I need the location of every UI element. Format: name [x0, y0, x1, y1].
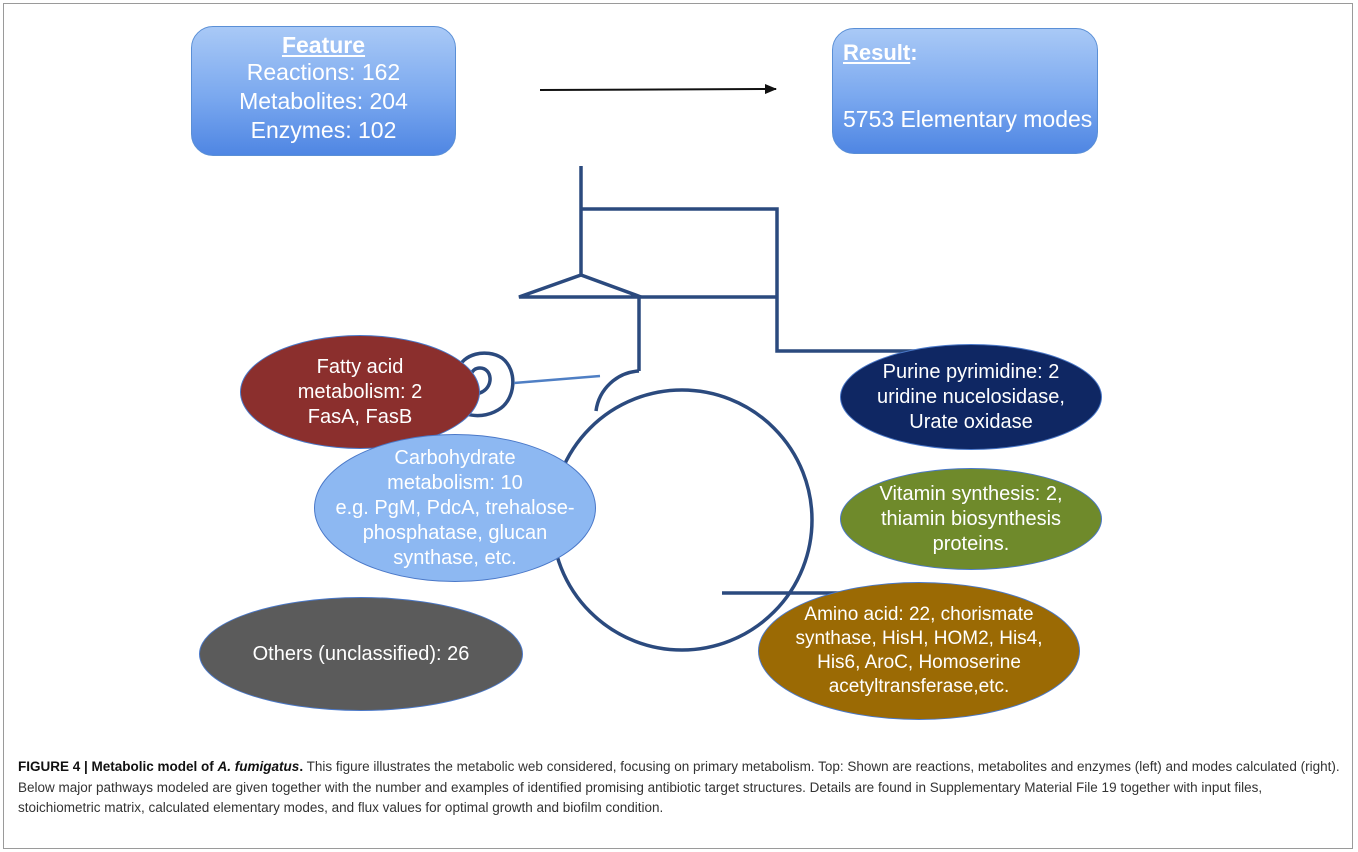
feature-enzymes: Enzymes: 102	[250, 117, 397, 143]
amino-line-2: synthase, HisH, HOM2, His4,	[795, 628, 1043, 649]
caption-label: FIGURE 4 | Metabolic model of A. fumigat…	[18, 759, 304, 774]
carbo-line-1: Carbohydrate	[394, 446, 516, 469]
figure-frame	[3, 3, 1353, 849]
figure-caption: FIGURE 4 | Metabolic model of A. fumigat…	[18, 757, 1340, 819]
fatty-line-1: Fatty acid	[316, 355, 404, 378]
fatty-acid-ellipse: Fatty acid metabolism: 2 FasA, FasB	[240, 335, 480, 449]
purine-line-2: uridine nucelosidase,	[877, 385, 1065, 408]
others-line-1: Others (unclassified): 26	[252, 642, 470, 665]
amino-acid-ellipse: Amino acid: 22, chorismate synthase, His…	[758, 582, 1080, 720]
vitamin-line-2: thiamin biosynthesis	[880, 507, 1062, 530]
caption-species: A. fumigatus	[217, 759, 300, 774]
spiral-connector	[513, 374, 601, 385]
amino-line-1: Amino acid: 22, chorismate	[804, 604, 1034, 625]
fatty-line-2: metabolism: 2	[297, 380, 423, 403]
carbo-line-4: phosphatase, glucan	[362, 521, 548, 544]
small-arc	[594, 369, 640, 412]
feature-title: Feature	[281, 32, 366, 58]
result-modes: 5753 Elementary modes	[843, 106, 1093, 132]
result-box: Result: 5753 Elementary modes	[832, 28, 1098, 154]
fatty-line-3: FasA, FasB	[307, 405, 413, 428]
feature-box: Feature Reactions: 162 Metabolites: 204 …	[191, 26, 456, 156]
carbo-line-3: e.g. PgM, PdcA, trehalose-	[335, 496, 575, 519]
vitamin-ellipse: Vitamin synthesis: 2, thiamin biosynthes…	[840, 468, 1102, 570]
vitamin-line-3: proteins.	[932, 532, 1010, 555]
carbo-line-5: synthase, etc.	[393, 546, 517, 569]
caption-text: This figure illustrates the metabolic we…	[18, 759, 1340, 815]
triangle-node	[518, 273, 642, 299]
purine-ellipse: Purine pyrimidine: 2 uridine nucelosidas…	[840, 344, 1102, 450]
feature-reactions: Reactions: 162	[246, 59, 401, 85]
result-title: Result:	[843, 40, 918, 65]
amino-line-4: acetyltransferase,etc.	[828, 676, 1010, 697]
vitamin-line-1: Vitamin synthesis: 2,	[879, 482, 1063, 505]
upper-branch-line	[581, 207, 779, 297]
feature-to-result-arrow	[539, 84, 777, 95]
carbo-line-2: metabolism: 10	[387, 471, 523, 494]
amino-line-3: His6, AroC, Homoserine	[817, 652, 1021, 673]
feature-metabolites: Metabolites: 204	[239, 88, 408, 114]
others-ellipse: Others (unclassified): 26	[199, 597, 523, 711]
purine-branch-line	[775, 297, 1022, 353]
purine-line-1: Purine pyrimidine: 2	[882, 360, 1060, 383]
purine-line-3: Urate oxidase	[909, 410, 1033, 433]
carbohydrate-ellipse: Carbohydrate metabolism: 10 e.g. PgM, Pd…	[314, 434, 596, 582]
